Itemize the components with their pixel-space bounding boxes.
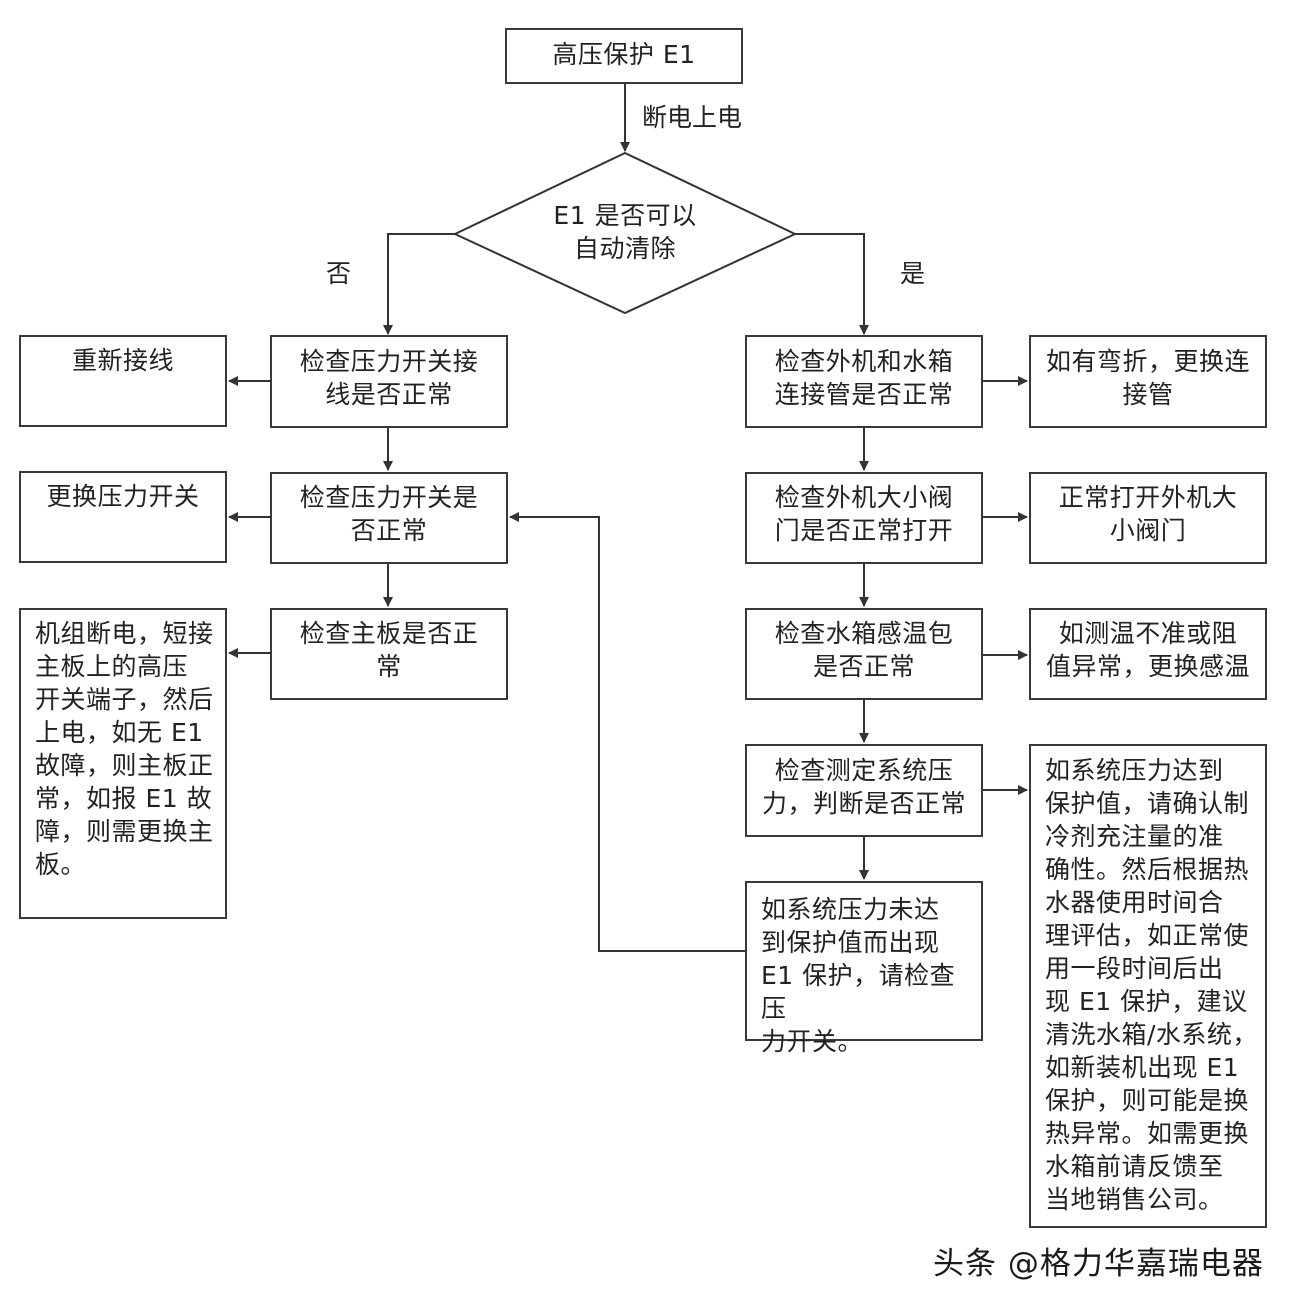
right-check2-text: 检查外机大小阀 门是否正常打开 [774, 483, 954, 545]
branch-no-label: 否 [326, 259, 352, 288]
left-action3-box [19, 608, 227, 919]
right-check2-box [745, 472, 983, 564]
right-check4-text: 检查测定系统压 力，判断是否正常 [761, 756, 966, 818]
right-check4-box [745, 744, 983, 837]
decision-diamond [452, 151, 798, 315]
left-check2-text: 检查压力开关是 否正常 [299, 483, 479, 545]
right-action2-box [1029, 472, 1267, 564]
left-check3-box [270, 608, 508, 700]
left-check2-box [270, 472, 508, 564]
left-check1-box [270, 335, 508, 428]
title-box [505, 28, 743, 84]
left-action2-text: 更换压力开关 [46, 482, 200, 511]
arrow-yes-branch [795, 233, 869, 335]
left-check3-text: 检查主板是否正 常 [299, 619, 479, 681]
right-check3-text: 检查水箱感温包 是否正常 [774, 619, 954, 681]
right-action4-text: 如系统压力达到 保护值，请确认制 冷剂充注量的准 确性。然后根据热 水器使用时间… [1045, 756, 1258, 1214]
right-action1-text: 如有弯折，更换连 接管 [1045, 347, 1250, 409]
arrow-no-branch [383, 233, 455, 335]
arrow-loop-back [509, 512, 746, 952]
right-check1-box [745, 335, 983, 428]
right-action2-text: 正常打开外机大 小阀门 [1058, 483, 1238, 545]
left-action2-box [19, 471, 227, 563]
right-result-text: 如系统压力未达 到保护值而出现 E1 保护，请检查压 力开关。 [761, 895, 956, 1056]
right-check1-text: 检查外机和水箱 连接管是否正常 [774, 347, 954, 409]
right-action1-box [1029, 335, 1267, 428]
right-result-box [745, 881, 983, 1041]
step-power-label: 断电上电 [642, 103, 743, 132]
right-check3-box [745, 608, 983, 700]
right-action4-box [1029, 744, 1267, 1228]
left-action1-text: 重新接线 [71, 346, 174, 375]
decision-text: E1 是否可以 自动清除 [553, 201, 697, 263]
watermark: 头条 @格力华嘉瑞电器 [933, 1246, 1264, 1282]
right-action3-text: 如测温不准或阻 值异常，更换感温 [1045, 619, 1250, 681]
right-action3-box [1029, 608, 1267, 700]
left-action1-box [19, 335, 227, 427]
branch-yes-label: 是 [900, 259, 926, 288]
title-text: 高压保护 E1 [552, 40, 696, 69]
left-action3-text: 机组断电，短接 主板上的高压 开关端子，然后 上电，如无 E1 故障，则主板正 … [35, 619, 214, 879]
left-check1-text: 检查压力开关接 线是否正常 [299, 347, 479, 409]
